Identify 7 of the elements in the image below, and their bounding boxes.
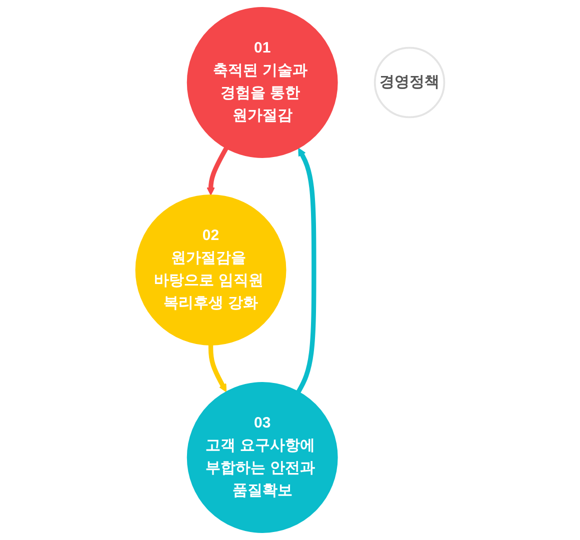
- node-circle: 02 원가절감을 바탕으로 임직원 복리후생 강화: [135, 194, 286, 346]
- node-circle: 03 고객 요구사항에 부합하는 안전과 품질확보: [186, 382, 338, 533]
- arrow: [208, 345, 227, 392]
- arrow: [296, 148, 316, 393]
- arrow: [206, 147, 228, 196]
- node-circle: 경영정책: [374, 46, 446, 118]
- node-circle: 01 축적된 기술과 경험을 통한 원가절감: [186, 7, 338, 158]
